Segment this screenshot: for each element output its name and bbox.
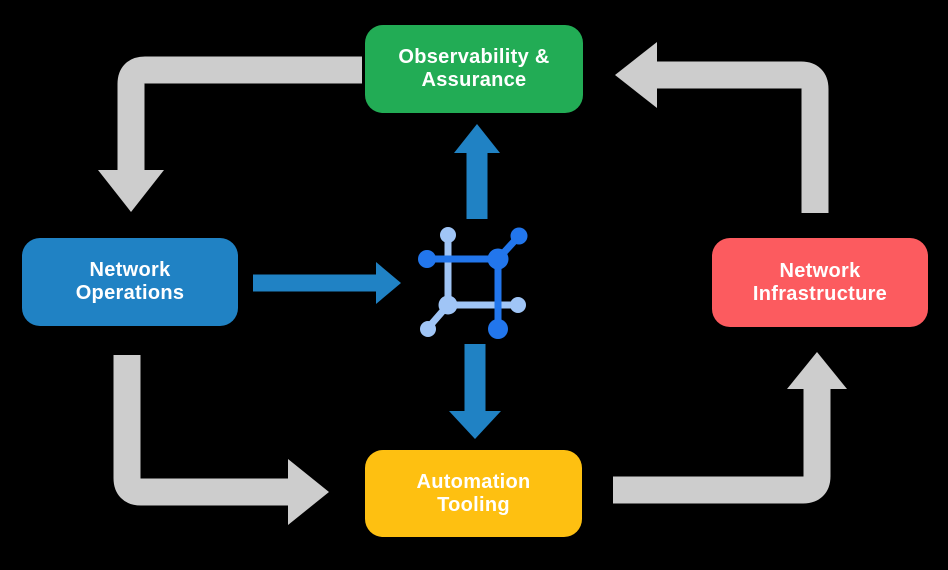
network-mesh-icon	[418, 227, 528, 339]
node-network-operations: Network Operations	[22, 238, 238, 326]
network-mesh-icon-dark-part	[418, 227, 528, 339]
node-label-line: Network	[89, 259, 171, 281]
node-automation-tooling: Automation Tooling	[365, 450, 582, 537]
node-label-line: Observability &	[398, 46, 550, 68]
arrow-automation-to-infrastructure	[613, 352, 847, 504]
node-label-line: Operations	[75, 282, 185, 304]
node-label-line: Tooling	[437, 493, 510, 516]
node-network-infrastructure: Network Infrastructure	[712, 238, 928, 327]
node-label-line: Infrastructure	[752, 282, 888, 305]
arrow-operations-to-center	[253, 262, 401, 304]
node-label-line: Network	[779, 259, 861, 282]
arrow-operations-to-automation	[113, 355, 329, 525]
node-observability-assurance: Observability & Assurance	[365, 25, 583, 113]
arrow-center-to-automation	[449, 344, 501, 439]
arrow-observability-to-operations	[98, 56, 362, 212]
arrow-infrastructure-to-observability	[615, 42, 829, 213]
node-label-line: Assurance	[421, 69, 527, 91]
node-label-line: Automation	[416, 470, 531, 493]
arrow-center-to-observability	[454, 124, 500, 219]
